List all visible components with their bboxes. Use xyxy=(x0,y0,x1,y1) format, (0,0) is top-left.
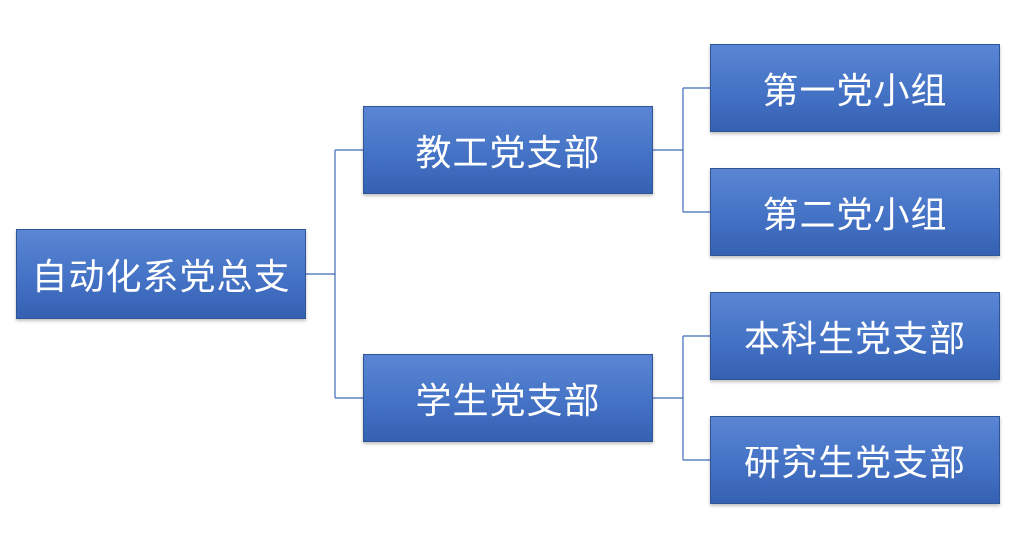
leaf-node-label: 研究生党支部 xyxy=(743,443,966,484)
root-node: 自动化系党总支 xyxy=(16,229,306,319)
connector-root-to-branches xyxy=(306,149,363,399)
root-node-label: 自动化系党总支 xyxy=(31,257,291,298)
branch-node-faculty: 教工党支部 xyxy=(363,106,653,194)
branch-node-label: 学生党支部 xyxy=(415,381,601,422)
connector-branch-1-to-children xyxy=(653,87,710,213)
branch-node-student: 学生党支部 xyxy=(363,354,653,442)
leaf-node-label: 本科生党支部 xyxy=(743,319,966,360)
branch-node-label: 教工党支部 xyxy=(415,133,601,174)
leaf-node-undergrad: 本科生党支部 xyxy=(710,292,1000,380)
leaf-node-graduate: 研究生党支部 xyxy=(710,416,1000,504)
leaf-node-label: 第一党小组 xyxy=(762,71,948,112)
leaf-node-group-2: 第二党小组 xyxy=(710,168,1000,256)
connector-branch-2-to-children xyxy=(653,335,710,461)
leaf-node-label: 第二党小组 xyxy=(762,195,948,236)
leaf-node-group-1: 第一党小组 xyxy=(710,44,1000,132)
